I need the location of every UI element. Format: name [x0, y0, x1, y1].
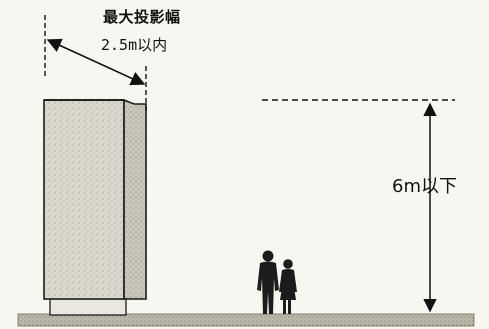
sign-side-face: [123, 98, 147, 300]
person-man: [257, 250, 279, 314]
max-height-label: 6m以下: [392, 176, 457, 197]
ground-strip: [17, 313, 475, 327]
projection-width-dimension: [44, 15, 147, 112]
max-projection-value: 2.5m以内: [101, 36, 168, 54]
sign-front-face: [43, 99, 125, 300]
sign-structure: [43, 98, 147, 316]
height-dimension: [262, 99, 455, 313]
people-silhouettes: [257, 250, 297, 314]
max-projection-title: 最大投影幅: [103, 8, 181, 26]
width-arrow: [46, 38, 146, 86]
person-woman: [279, 259, 297, 314]
